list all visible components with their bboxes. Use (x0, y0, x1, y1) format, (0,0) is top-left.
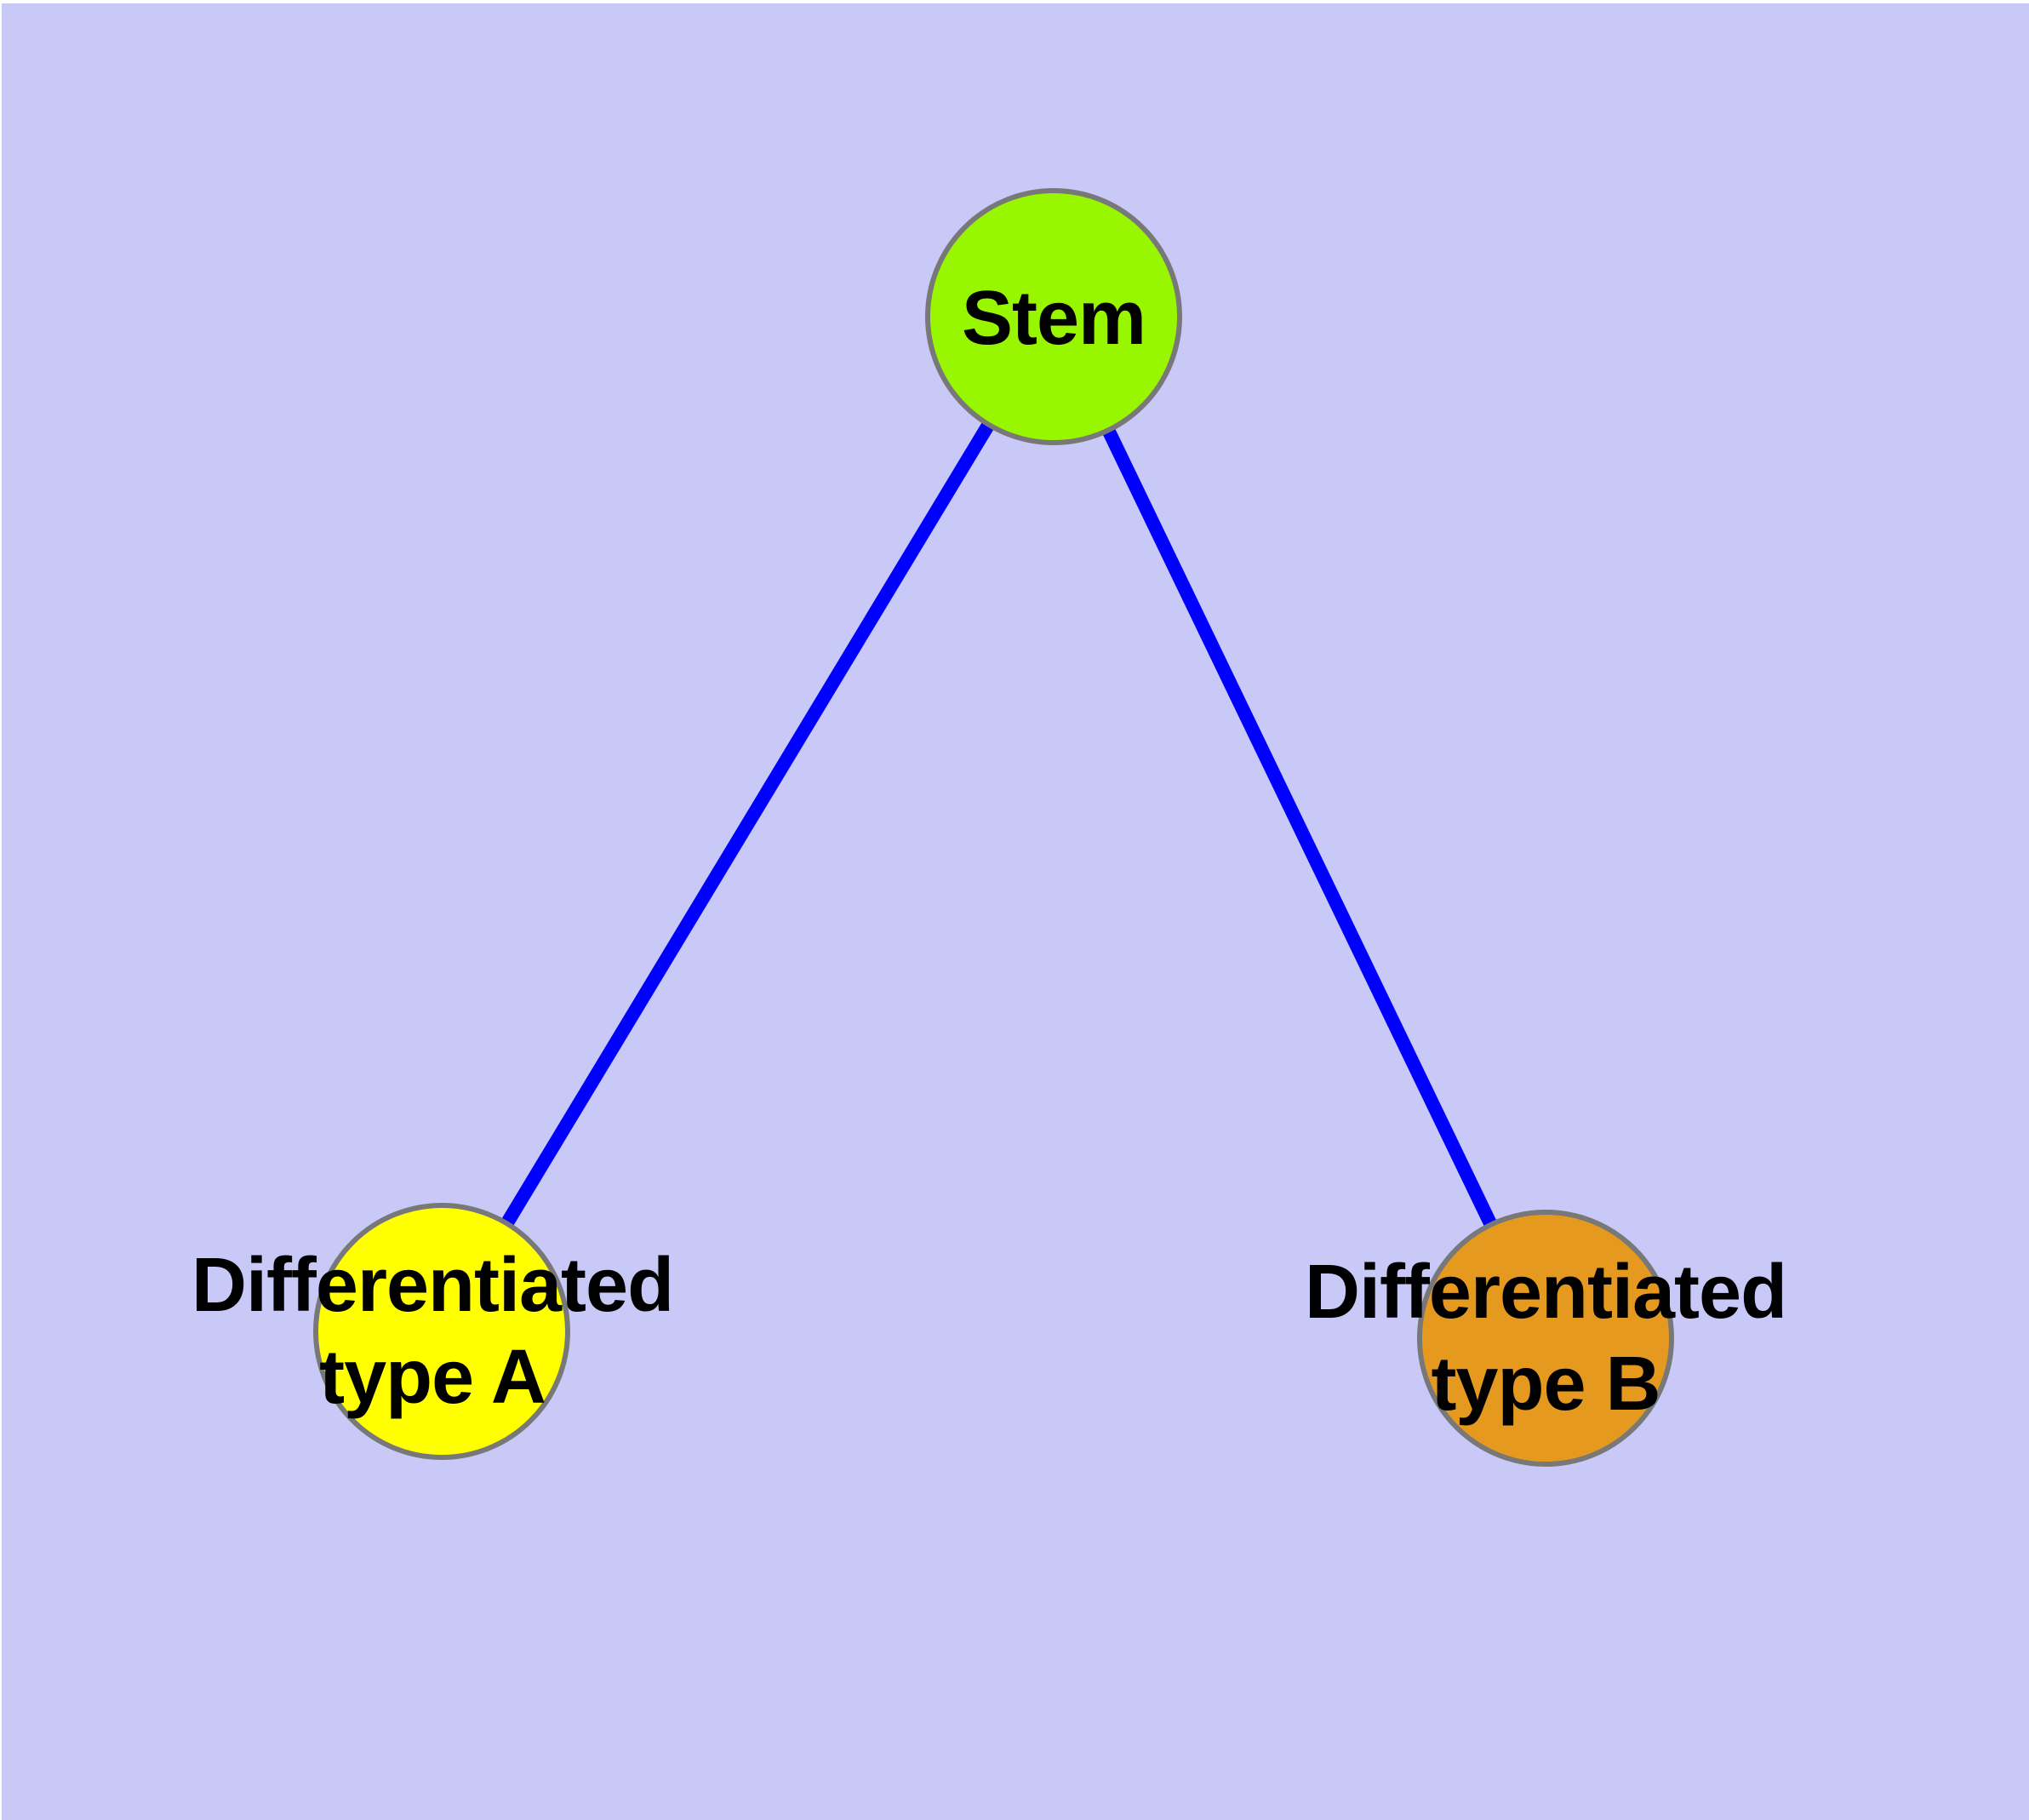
node-type-a-label: Differentiated type A (191, 1239, 674, 1423)
edge-stem-to-type-b (1047, 313, 1552, 1342)
node-type-a (313, 1203, 570, 1460)
node-type-a-label-line2: type A (319, 1335, 546, 1420)
node-stem-label: Stem (961, 276, 1146, 361)
node-type-b-label-line2: type B (1431, 1342, 1660, 1427)
node-type-b-label: Differentiated type B (1304, 1246, 1787, 1430)
node-stem (925, 188, 1182, 445)
node-type-b-label-line1: Differentiated (1304, 1250, 1787, 1335)
edge-stem-to-type-a (436, 312, 1060, 1336)
node-type-b (1417, 1210, 1674, 1467)
node-type-a-label-line1: Differentiated (191, 1243, 674, 1328)
